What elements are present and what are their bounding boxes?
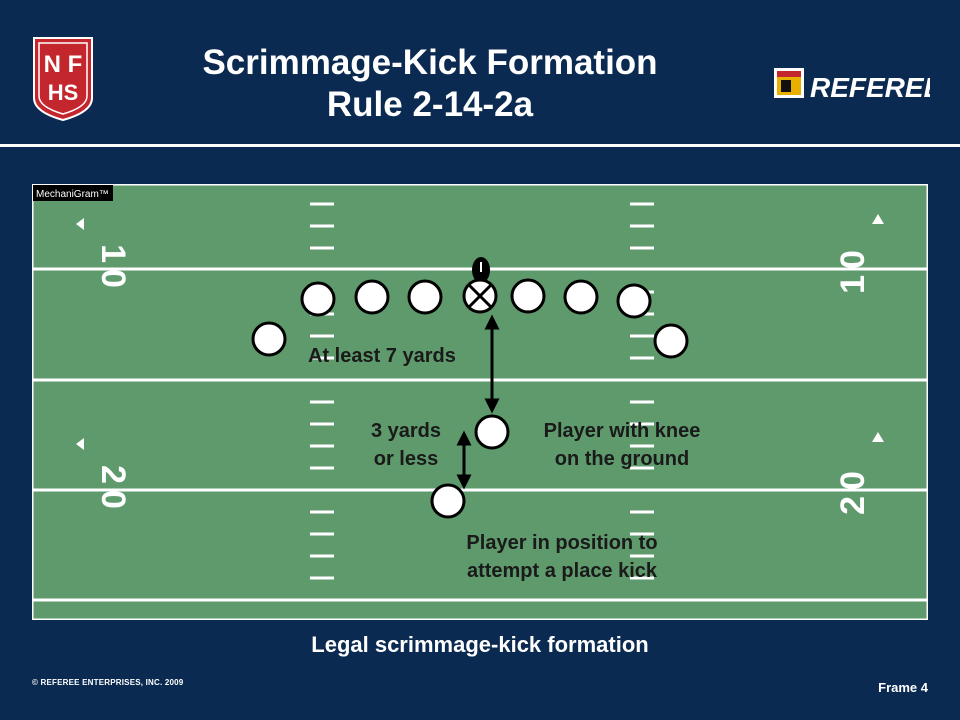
direction-arrow-icon xyxy=(76,438,84,450)
player-circle-icon xyxy=(407,279,443,315)
label-kicker-1: Player in position to xyxy=(466,532,657,554)
nfhs-logo-top: N F xyxy=(44,51,83,78)
referee-logo-text: REFEREE xyxy=(810,72,930,103)
knee-player-icon xyxy=(474,414,510,450)
mechanigram-tag-bg xyxy=(33,185,113,201)
player-circle-icon xyxy=(251,321,287,357)
label-knee-1: Player with knee xyxy=(544,420,701,442)
title-line-2: Rule 2-14-2a xyxy=(326,85,534,124)
label-at-least-7: At least 7 yards xyxy=(308,345,456,367)
field-surface xyxy=(32,184,928,620)
field-diagram: MechaniGram™ 10 20 10 20 At least 7 yard… xyxy=(32,184,928,620)
frame-number: Frame 4 xyxy=(878,680,928,695)
yard-number-bottom-left: 20 xyxy=(94,465,132,515)
direction-arrow-icon xyxy=(872,432,884,442)
copyright-notice: © REFEREE ENTERPRISES, INC. 2009 xyxy=(32,678,184,687)
kicker-player-icon xyxy=(430,483,466,519)
title-line-1: Scrimmage-Kick Formation xyxy=(202,43,658,82)
player-circle-icon xyxy=(616,283,652,319)
direction-arrow-icon xyxy=(76,218,84,230)
yard-number-bottom-right: 20 xyxy=(834,465,872,515)
label-3-yards-1: 3 yards xyxy=(371,420,441,442)
label-kicker-2: attempt a place kick xyxy=(467,560,658,582)
mechanigram-tag: MechaniGram™ xyxy=(36,189,109,200)
direction-arrow-icon xyxy=(872,214,884,224)
referee-logo: REFEREE xyxy=(774,68,930,103)
diagram-caption: Legal scrimmage-kick formation xyxy=(311,632,649,657)
yard-number-top-right: 10 xyxy=(834,244,872,294)
player-circle-icon xyxy=(653,323,689,359)
nfhs-logo-bottom: HS xyxy=(48,80,79,105)
player-circle-icon xyxy=(354,279,390,315)
page-title: Scrimmage-Kick Formation Rule 2-14-2a xyxy=(180,42,680,126)
label-knee-2: on the ground xyxy=(555,448,689,470)
label-3-yards-2: or less xyxy=(374,448,438,470)
yard-number-top-left: 10 xyxy=(94,244,132,294)
header-divider xyxy=(0,144,960,147)
player-circle-icon xyxy=(300,281,336,317)
player-circle-icon xyxy=(563,279,599,315)
player-circle-icon xyxy=(510,278,546,314)
nfhs-logo: N F HS xyxy=(33,37,93,122)
